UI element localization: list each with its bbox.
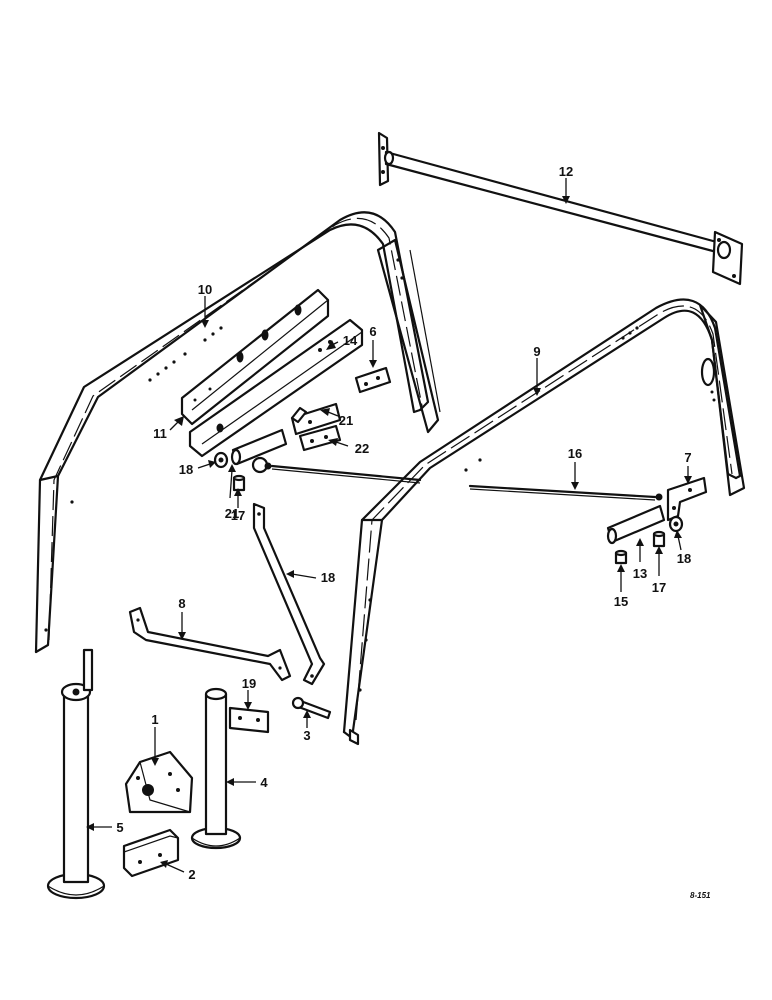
- sleeve-13-part: [606, 504, 666, 545]
- callout-17-right: 17: [652, 580, 666, 595]
- post-5-part: [46, 648, 106, 900]
- callout-19: 18: [321, 570, 335, 585]
- lower-brace-8-part: [128, 606, 292, 682]
- rear-roll-bar-part: [34, 211, 441, 654]
- callout-6: 6: [369, 324, 376, 339]
- callout-12: 12: [559, 164, 573, 179]
- callout-17-left: 17: [231, 508, 245, 523]
- callout-5: 5: [116, 820, 123, 835]
- callout-18-right: 18: [677, 551, 691, 566]
- diagonal-brace-19-part: [252, 502, 326, 686]
- drawing-code: 8-151: [690, 891, 711, 900]
- callout-4: 4: [260, 775, 268, 790]
- plate-22-part: [298, 424, 342, 452]
- bushing-17b-part: [652, 530, 666, 548]
- bushing-17-part: [232, 474, 246, 492]
- cross-brace-tube-part: [377, 131, 744, 286]
- callout-15: 15: [614, 594, 628, 609]
- post-4-part: [190, 687, 242, 850]
- callout-22: 22: [355, 441, 369, 456]
- brace-rod-part: [251, 456, 663, 501]
- callout-11: 11: [153, 426, 167, 441]
- callout-9: 9: [533, 344, 540, 359]
- callout-2: 2: [188, 867, 195, 882]
- leader-lines: [86, 178, 692, 873]
- mounting-bracket-1-part: [124, 750, 194, 814]
- callout-21-lower: 21: [225, 506, 239, 521]
- bushing-15-part: [614, 549, 628, 565]
- sleeve-21-part: [230, 428, 288, 466]
- callout-21-upper: 21: [339, 413, 353, 428]
- strap-2-part: [122, 828, 180, 878]
- bracket-7-part: [666, 476, 708, 522]
- callout-20: 19: [242, 676, 256, 691]
- callout-18-left: 18: [179, 462, 193, 477]
- callout-14: 14: [343, 333, 358, 348]
- pin-3-part: [291, 696, 332, 720]
- washer-18-part: [213, 451, 229, 469]
- washer-18b-part: [668, 515, 684, 533]
- plate-20-part: [228, 706, 270, 734]
- callout-3: 3: [303, 728, 310, 743]
- callout-13: 13: [633, 566, 647, 581]
- callout-8: 8: [178, 596, 185, 611]
- bracket-6-part: [354, 366, 392, 394]
- callout-10: 10: [198, 282, 212, 297]
- callout-16: 16: [568, 446, 582, 461]
- callout-1: 1: [151, 712, 158, 727]
- callout-labels: 12 10 14 6 9 11 21 22 18 21 17 16 7 18 8…: [116, 164, 711, 900]
- front-roll-bar-part: [342, 298, 746, 746]
- callout-7: 7: [684, 450, 691, 465]
